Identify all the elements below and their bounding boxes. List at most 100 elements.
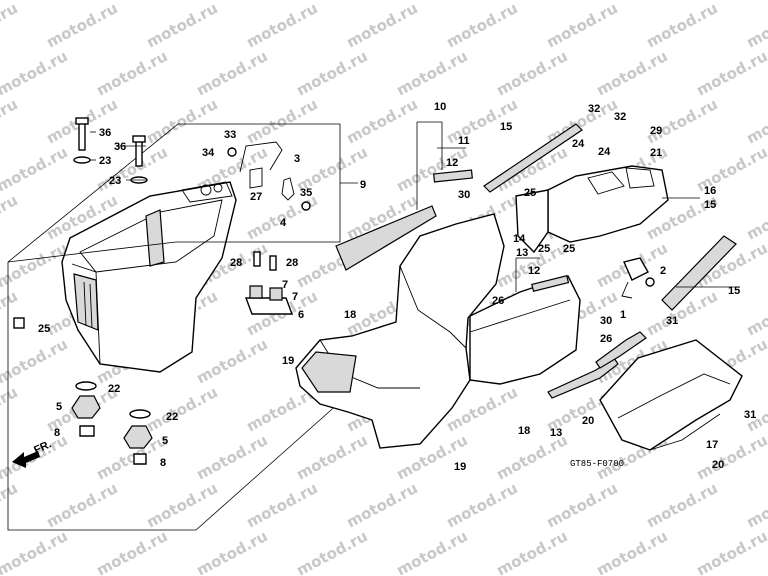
watermark-text-97: motod.ru bbox=[343, 479, 420, 531]
callout-19-a: 19 bbox=[282, 355, 294, 367]
watermark-text-8: motod.ru bbox=[0, 0, 21, 52]
callout-13-b: 13 bbox=[550, 427, 562, 439]
watermark-text-14: motod.ru bbox=[543, 0, 620, 52]
watermark-text-42: motod.ru bbox=[0, 191, 21, 243]
damper-left bbox=[71, 381, 101, 437]
watermark-text-18: motod.ru bbox=[93, 47, 170, 99]
stripe-15-top bbox=[483, 123, 583, 193]
watermark-text-23: motod.ru bbox=[593, 47, 670, 99]
callout-15-b: 15 bbox=[704, 199, 716, 211]
watermark-text-76: motod.ru bbox=[0, 383, 21, 435]
watermark-text-104: motod.ru bbox=[193, 527, 270, 576]
watermark-text-12: motod.ru bbox=[343, 0, 420, 52]
diagram-code: GT85-F0700 bbox=[570, 459, 624, 469]
callout-27: 27 bbox=[250, 191, 262, 203]
watermark-text-95: motod.ru bbox=[143, 479, 220, 531]
watermark-text-50: motod.ru bbox=[743, 191, 768, 243]
callout-30-a: 30 bbox=[458, 189, 470, 201]
callout-16: 16 bbox=[704, 185, 716, 197]
watermark-text-59: motod.ru bbox=[0, 287, 21, 339]
watermark-text-34: motod.ru bbox=[0, 143, 71, 195]
callout-28-b: 28 bbox=[286, 257, 298, 269]
watermark-text-107: motod.ru bbox=[493, 527, 570, 576]
callout-31-a: 31 bbox=[666, 315, 678, 327]
callout-28-a: 28 bbox=[230, 257, 242, 269]
callout-8-b: 8 bbox=[160, 457, 166, 469]
callout-15-a: 15 bbox=[500, 121, 512, 133]
front-direction-arrow bbox=[12, 451, 40, 468]
callout-19-b: 19 bbox=[454, 461, 466, 473]
watermark-text-16: motod.ru bbox=[743, 0, 768, 52]
callout-31-b: 31 bbox=[744, 409, 756, 421]
watermark-text-106: motod.ru bbox=[393, 527, 470, 576]
watermark-text-87: motod.ru bbox=[193, 431, 270, 483]
bracket-6 bbox=[244, 251, 294, 315]
watermark-text-99: motod.ru bbox=[543, 479, 620, 531]
callout-22-a: 22 bbox=[108, 383, 120, 395]
watermark-text-32: motod.ru bbox=[643, 95, 720, 147]
callout-2: 2 bbox=[660, 265, 666, 277]
callout-22-b: 22 bbox=[166, 411, 178, 423]
watermark-text-105: motod.ru bbox=[293, 527, 370, 576]
callout-12-a: 12 bbox=[446, 157, 458, 169]
stripe-12-top bbox=[433, 169, 473, 183]
callout-36-a: 36 bbox=[99, 127, 111, 139]
bolt-36-b bbox=[130, 135, 148, 184]
watermark-text-22: motod.ru bbox=[493, 47, 570, 99]
watermark-text-25: motod.ru bbox=[0, 95, 21, 147]
callout-5-a: 5 bbox=[56, 401, 62, 413]
callout-26-b: 26 bbox=[600, 333, 612, 345]
damper-right bbox=[123, 409, 153, 465]
watermark-text-93: motod.ru bbox=[0, 479, 21, 531]
watermark-text-101: motod.ru bbox=[743, 479, 768, 531]
watermark-text-70: motod.ru bbox=[193, 335, 270, 387]
callout-25-d: 25 bbox=[38, 323, 50, 335]
callout-6: 6 bbox=[298, 309, 304, 321]
watermark-text-27: motod.ru bbox=[143, 95, 220, 147]
callout-9: 9 bbox=[360, 179, 366, 191]
watermark-text-10: motod.ru bbox=[143, 0, 220, 52]
body-cover bbox=[295, 205, 581, 449]
watermark-text-33: motod.ru bbox=[743, 95, 768, 147]
callout-1: 1 bbox=[620, 309, 626, 321]
callout-29: 29 bbox=[650, 125, 662, 137]
watermark-text-20: motod.ru bbox=[293, 47, 370, 99]
watermark-text-94: motod.ru bbox=[43, 479, 120, 531]
callout-17: 17 bbox=[706, 439, 718, 451]
watermark-text-109: motod.ru bbox=[693, 527, 768, 576]
watermark-text-9: motod.ru bbox=[43, 0, 120, 52]
callout-4: 4 bbox=[280, 217, 287, 229]
callout-13-a: 13 bbox=[516, 247, 528, 259]
callout-25-c: 25 bbox=[563, 243, 575, 255]
watermark-text-67: motod.ru bbox=[743, 287, 768, 339]
callout-23-b: 23 bbox=[109, 175, 121, 187]
watermark-text-24: motod.ru bbox=[693, 47, 768, 99]
callout-34: 34 bbox=[202, 147, 215, 159]
seat-lock-2 bbox=[621, 257, 655, 299]
luggage-box bbox=[61, 181, 237, 373]
callout-18-a: 18 bbox=[344, 309, 356, 321]
callout-14: 14 bbox=[513, 233, 526, 245]
watermark-text-19: motod.ru bbox=[193, 47, 270, 99]
callout-5-b: 5 bbox=[162, 435, 168, 447]
callout-32-b: 32 bbox=[614, 111, 626, 123]
watermark-text-88: motod.ru bbox=[293, 431, 370, 483]
watermark-text-51: motod.ru bbox=[0, 239, 71, 291]
stripe-12-mid bbox=[531, 275, 570, 292]
watermark-text-92: motod.ru bbox=[693, 431, 768, 483]
callout-10: 10 bbox=[434, 101, 446, 113]
callout-25-b: 25 bbox=[538, 243, 550, 255]
callout-35: 35 bbox=[300, 187, 312, 199]
lock-assembly bbox=[227, 141, 311, 211]
watermark-text-15: motod.ru bbox=[643, 0, 720, 52]
watermark-text-98: motod.ru bbox=[443, 479, 520, 531]
callout-18-b: 18 bbox=[518, 425, 530, 437]
callout-21: 21 bbox=[650, 147, 662, 159]
callout-15-c: 15 bbox=[728, 285, 740, 297]
watermark-text-68: motod.ru bbox=[0, 335, 71, 387]
callout-25-a: 25 bbox=[524, 187, 536, 199]
watermark-text-38: motod.ru bbox=[393, 143, 470, 195]
callout-26-a: 26 bbox=[492, 295, 504, 307]
watermark-text-13: motod.ru bbox=[443, 0, 520, 52]
watermark-text-35: motod.ru bbox=[93, 143, 170, 195]
